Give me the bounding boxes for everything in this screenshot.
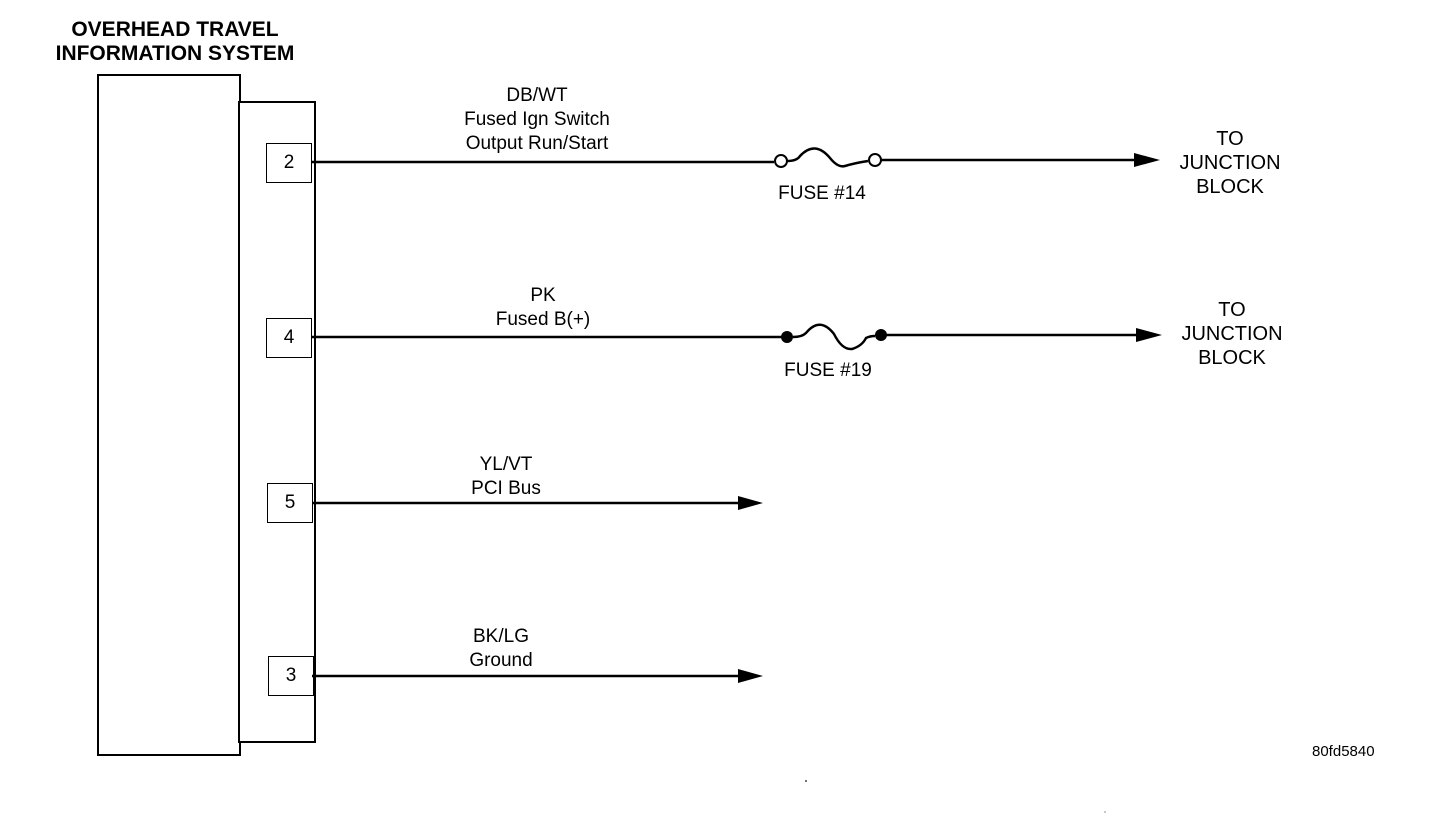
module-title-line1: OVERHEAD TRAVEL	[71, 18, 279, 41]
wire-description: PCI Bus	[471, 478, 541, 499]
destination-line: BLOCK	[1196, 176, 1264, 198]
fuse-14-element	[786, 147, 869, 168]
connector-body	[238, 101, 316, 743]
circuit-2-label: DB/WT Fused Ign Switch Output Run/Start	[417, 84, 657, 156]
arrow-circuit-5	[738, 496, 763, 510]
fuse-14-label: FUSE #14	[778, 183, 866, 204]
wire-color: PK	[530, 285, 556, 306]
wire-color: YL/VT	[479, 454, 533, 475]
wire-color: DB/WT	[506, 85, 568, 106]
wire-color: BK/LG	[473, 626, 529, 647]
wire-description: Fused Ign Switch	[464, 109, 610, 130]
circuit-5-label: YL/VT PCI Bus	[386, 453, 626, 501]
module-title-line2: INFORMATION SYSTEM	[55, 42, 295, 65]
destination-circuit-2: TO JUNCTION BLOCK	[1160, 127, 1300, 199]
wire-description: Ground	[469, 650, 533, 671]
arrow-circuit-2	[1134, 153, 1160, 167]
fuse-14-terminal-left	[774, 154, 788, 168]
destination-line: JUNCTION	[1179, 152, 1281, 174]
circuit-4-label: PK Fused B(+)	[423, 284, 663, 332]
destination-circuit-4: TO JUNCTION BLOCK	[1162, 298, 1302, 370]
pin-4: 4	[266, 318, 312, 358]
destination-line: JUNCTION	[1181, 323, 1283, 345]
pin-5-number: 5	[284, 492, 296, 513]
destination-line: TO	[1216, 128, 1244, 150]
scan-speck	[805, 780, 807, 782]
module-body	[97, 74, 241, 756]
fuse-19-element	[792, 323, 876, 351]
pin-2: 2	[266, 143, 312, 183]
destination-line: BLOCK	[1198, 347, 1266, 369]
module-title: OVERHEAD TRAVEL INFORMATION SYSTEM	[35, 18, 315, 66]
pin-2-number: 2	[283, 152, 295, 173]
wire-description: Fused B(+)	[495, 309, 591, 330]
pin-4-number: 4	[283, 327, 295, 348]
fuse-14-terminal-right	[868, 153, 882, 167]
scan-speck	[1104, 811, 1106, 813]
pin-3: 3	[268, 656, 314, 696]
arrow-circuit-4	[1136, 328, 1162, 342]
arrow-circuit-3	[738, 669, 763, 683]
circuit-3-label: BK/LG Ground	[381, 625, 621, 673]
destination-line: TO	[1218, 299, 1246, 321]
fuse-19-terminal-left	[781, 331, 793, 343]
fuse-19-label: FUSE #19	[784, 360, 872, 381]
pin-3-number: 3	[285, 665, 297, 686]
wire-description: Output Run/Start	[465, 133, 609, 154]
figure-code: 80fd5840	[1312, 743, 1375, 760]
